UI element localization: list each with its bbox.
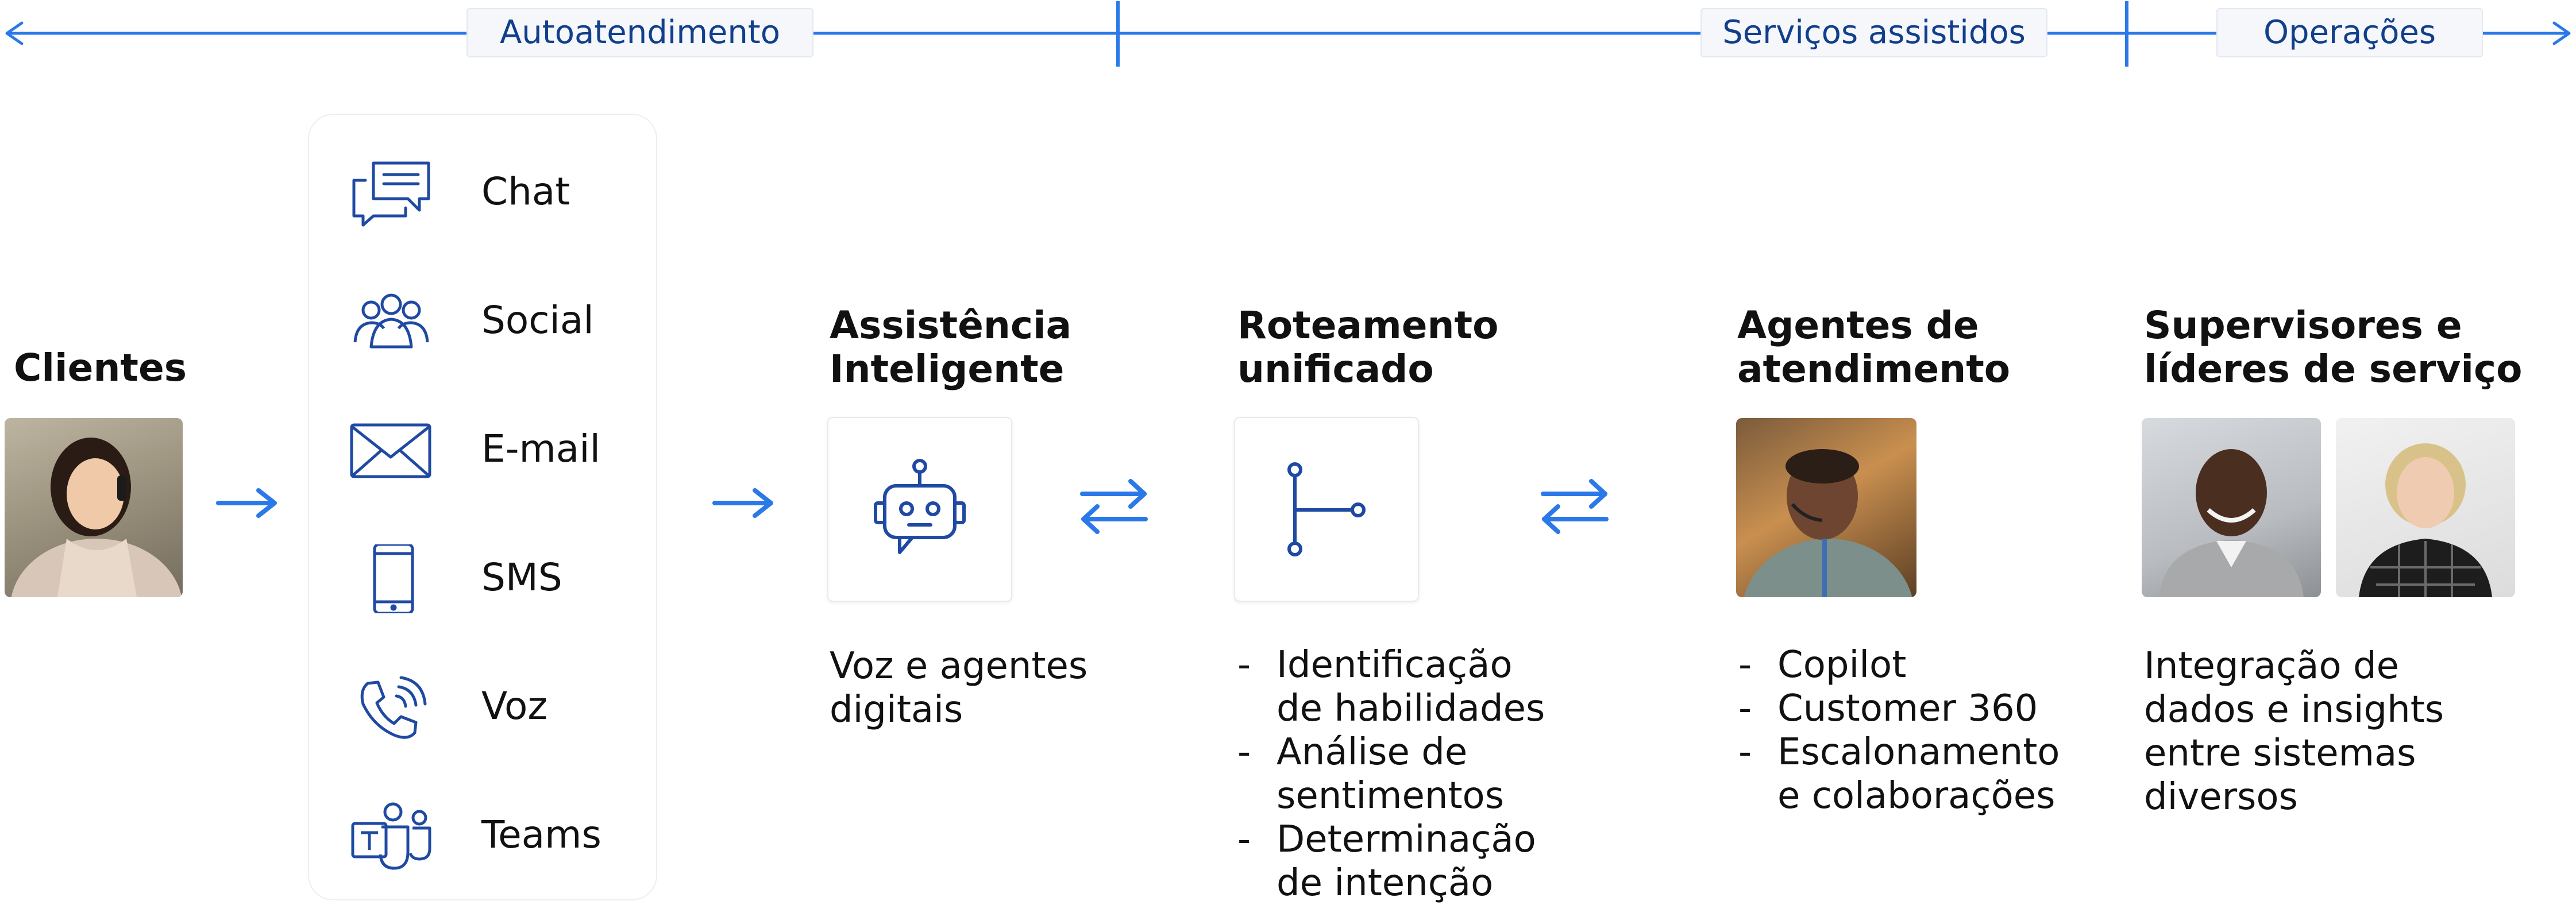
channel-social[interactable]: Social: [309, 277, 656, 363]
channels-panel: Chat Social E-mail: [308, 114, 657, 900]
robot-icon: [874, 459, 966, 554]
channel-teams[interactable]: Teams: [309, 791, 656, 877]
customers-title: Clientes: [14, 346, 187, 390]
teams-icon: [351, 802, 431, 870]
routing-icon: [1287, 462, 1366, 556]
arrow-right-icon: [712, 488, 773, 518]
assist-desc-line-1: Voz e agentes: [830, 645, 1088, 687]
agents-title-line-1: Agentes de: [1737, 303, 1979, 347]
channel-label-social: Social: [481, 298, 594, 342]
supervisors-desc-line-2: dados e insights: [2144, 689, 2444, 731]
band-label-assisted-services: Serviços assistidos: [1700, 8, 2047, 57]
assist-tile: [827, 417, 1012, 602]
bidirectional-arrow-icon: [1080, 479, 1148, 534]
chat-icon: [352, 161, 430, 227]
supervisors-desc-line-3: entre sistemas: [2144, 732, 2416, 775]
supervisors-desc-line-1: Integração de: [2144, 645, 2399, 687]
band-line: [5, 1, 2571, 67]
routing-title-line-2: unificado: [1237, 347, 1434, 391]
channel-voice[interactable]: Voz: [309, 663, 656, 749]
supervisor-photo-1: [2142, 418, 2321, 597]
channel-sms[interactable]: SMS: [309, 534, 656, 620]
customer-photo: [5, 418, 183, 597]
supervisors-title-line-1: Supervisores e: [2144, 303, 2462, 347]
channel-chat[interactable]: Chat: [309, 148, 656, 234]
channel-label-teams: Teams: [481, 813, 601, 857]
supervisor-photo-2: [2336, 418, 2515, 597]
bidirectional-arrow-icon: [1541, 479, 1609, 534]
service-band: Autoatendimento Serviços assistidos Oper…: [0, 0, 2576, 69]
list-item: Copilot: [1736, 643, 2060, 687]
assist-desc-line-2: digitais: [830, 689, 963, 731]
band-label-operations: Operações: [2216, 8, 2483, 57]
email-icon: [350, 423, 431, 478]
supervisors-desc-line-4: diversos: [2144, 776, 2298, 818]
social-icon: [353, 293, 429, 349]
channel-label-email: E-mail: [481, 427, 600, 471]
routing-title-line-1: Roteamento: [1237, 303, 1499, 347]
agent-photo: [1736, 418, 1916, 597]
assist-title-line-1: Assistência: [830, 303, 1072, 347]
channel-label-sms: SMS: [481, 555, 562, 600]
band-label-self-service: Autoatendimento: [466, 8, 813, 57]
channel-email[interactable]: E-mail: [309, 405, 656, 492]
routing-tile: [1234, 417, 1419, 602]
channel-label-chat: Chat: [481, 169, 570, 214]
assist-title-line-2: Inteligente: [830, 347, 1065, 391]
arrow-right-icon: [216, 488, 277, 518]
supervisors-title-line-2: líderes de serviço: [2144, 347, 2523, 391]
channel-label-voice: Voz: [481, 684, 548, 728]
list-item: Customer 360: [1736, 687, 2060, 730]
voice-icon: [360, 676, 427, 739]
sms-icon: [373, 544, 414, 613]
agents-title-line-2: atendimento: [1737, 347, 2011, 391]
